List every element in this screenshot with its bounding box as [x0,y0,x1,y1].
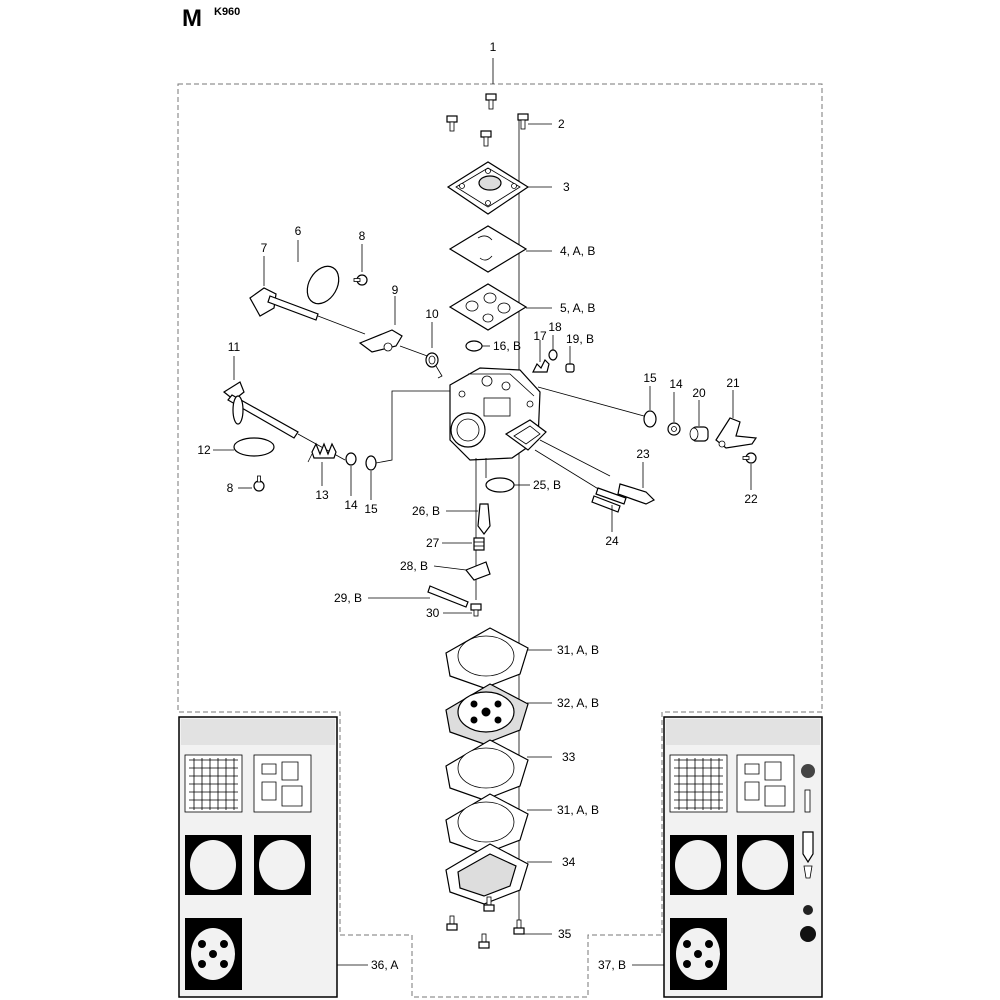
callout-21: 21 [726,376,740,390]
callout-10: 10 [425,307,439,321]
leader-28 [433,565,467,571]
disc-screw-bottom [253,475,265,492]
callout-20: 20 [692,386,706,400]
callout-27: 27 [426,536,440,550]
pump-gasket-lower [445,793,529,855]
callout-19: 19, B [566,332,594,346]
callout-5: 5, A, B [560,301,595,315]
callout-36: 36, A [371,958,398,972]
lever-axis [399,345,431,358]
callout-6: 6 [295,224,302,238]
callout-8-top: 8 [359,229,366,243]
callout-13: 13 [315,488,329,502]
throttle-lever [358,329,403,353]
callout-17: 17 [533,329,547,343]
pump-gasket-upper [445,627,529,689]
callout-9: 9 [392,283,399,297]
assembly-outline [177,83,823,998]
adjusting-needles-low [591,487,627,513]
callout-4: 4, A, B [560,244,595,258]
callout-30: 30 [426,606,440,620]
fuel-screen [485,477,515,493]
lever-screw-small [470,603,482,617]
callout-24: 24 [605,534,619,548]
choke-shaft [222,381,299,439]
callout-25: 25, B [533,478,561,492]
carburetor-body [449,367,547,461]
pump-cover [445,843,529,905]
throttle-shaft [249,287,319,321]
callout-14-right: 14 [669,377,683,391]
top-screws [446,93,529,147]
callout-35: 35 [558,927,572,941]
model-label: K960 [214,6,240,18]
needle-spring-small [473,537,485,551]
callout-32: 32, A, B [557,696,599,710]
callout-14-left: 14 [344,498,358,512]
callout-31-upper: 31, A, B [557,643,599,657]
washer-left [345,452,357,466]
section-letter: M [182,5,202,32]
callout-28: 28, B [400,559,428,573]
pump-diaphragm [445,683,529,745]
cover-plate [446,161,530,215]
throttle-disc [306,265,340,305]
callout-33: 33 [562,750,576,764]
callout-37: 37, B [598,958,626,972]
choke-lever [715,417,758,449]
disc-screw-top [353,274,368,286]
callout-34: 34 [562,855,576,869]
callout-11: 11 [228,340,241,354]
needle-axis-1 [539,439,611,477]
callout-18: 18 [548,320,562,334]
pump-gasket-middle [445,739,529,801]
choke-disc [233,437,275,457]
shaft-axis-upper [317,315,366,335]
lever-pin [427,585,469,608]
kit-a-package [178,716,338,998]
bottom-screws [446,896,525,949]
callout-23: 23 [636,447,650,461]
callout-15-right: 15 [643,371,657,385]
callout-22: 22 [744,492,758,506]
check-ball [548,349,558,361]
callout-15-left: 15 [364,502,378,516]
bushing [689,426,709,442]
kit-b-package [663,716,823,998]
callout-1: 1 [490,40,497,54]
spring-right [643,410,657,428]
callout-29: 29, B [334,591,362,605]
shaft-axis-right [537,386,645,417]
plug [565,363,575,373]
callout-16: 16, B [493,339,521,353]
leader-body-left [375,390,450,464]
callout-26: 26, B [412,504,440,518]
callout-31-lower: 31, A, B [557,803,599,817]
o-ring [465,340,483,352]
diaphragm-gasket [448,283,528,331]
throttle-spring [425,352,443,379]
lever-screw [742,452,757,464]
callout-3: 3 [563,180,570,194]
needle-axis-2 [534,449,601,491]
shaft-axis-lower [297,433,346,461]
spring-left [365,455,377,471]
callout-12: 12 [197,443,211,457]
adjusting-needle-high [617,483,656,505]
callout-8-bottom: 8 [227,481,234,495]
inlet-needle [477,503,491,535]
control-lever [465,561,491,581]
needle-spring [532,358,550,373]
choke-spring [307,442,337,463]
metering-diaphragm [448,225,528,273]
callout-7: 7 [261,241,268,255]
callout-2: 2 [558,117,565,131]
